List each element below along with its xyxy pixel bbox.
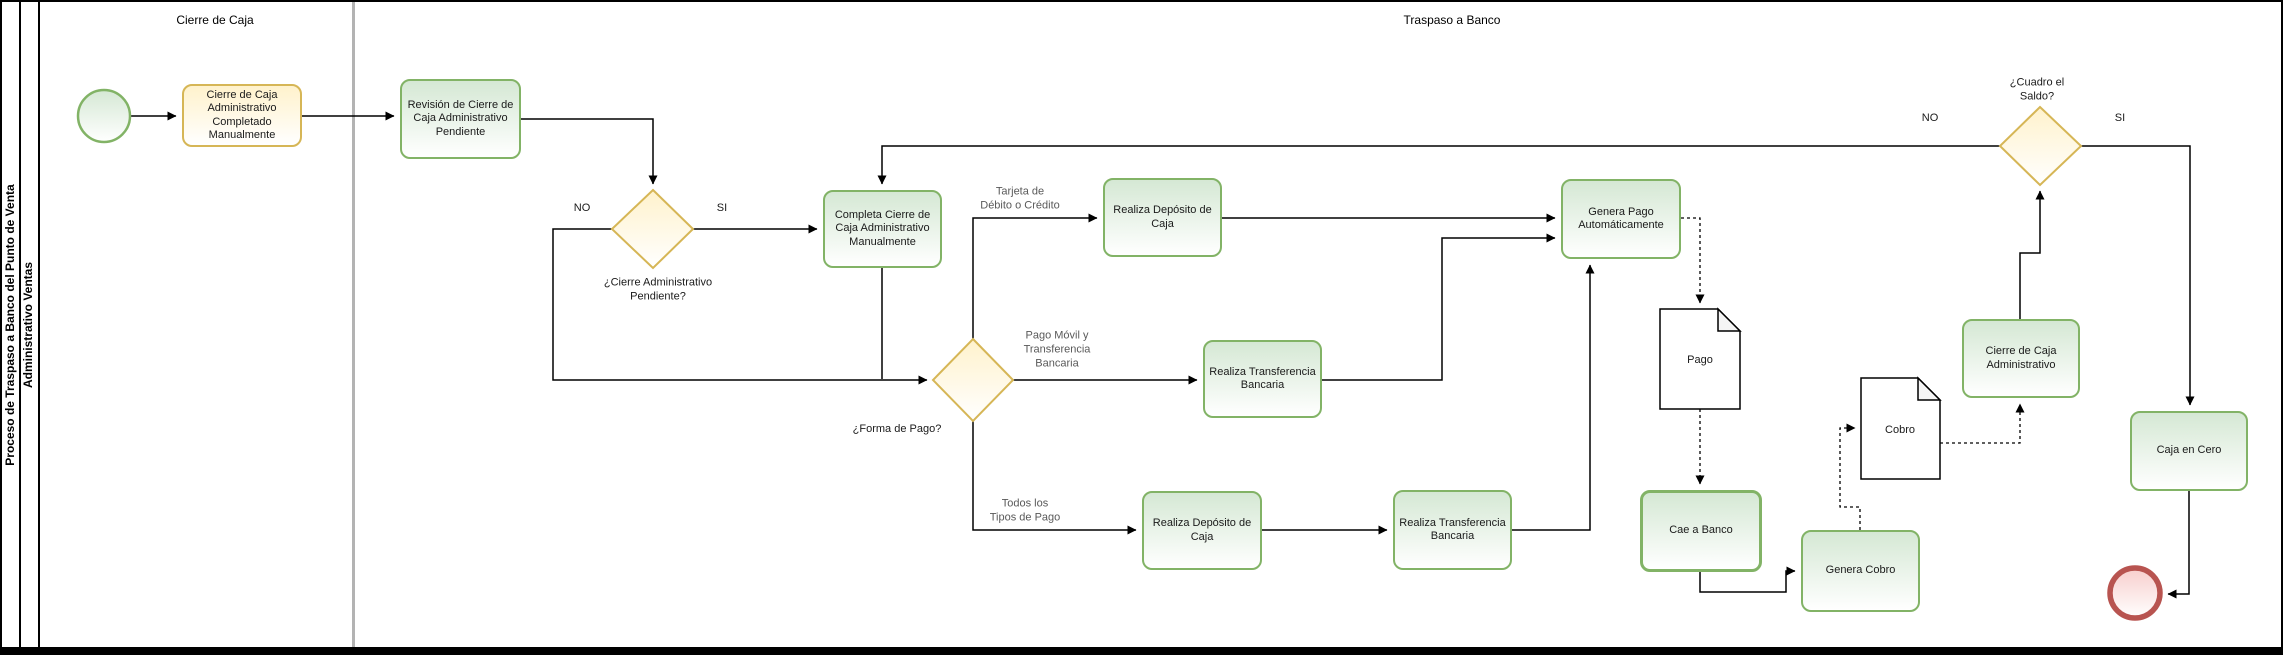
pool-title-divider bbox=[19, 2, 21, 647]
gateway-forma-pago bbox=[931, 337, 1015, 423]
flow-revision-to-gateway1 bbox=[521, 118, 658, 185]
task-cae-banco: Cae a Banco bbox=[1640, 490, 1762, 572]
task-caja-cero: Caja en Cero bbox=[2130, 411, 2248, 491]
edge-label-no-2: NO bbox=[1919, 112, 1941, 126]
task-genera-cobro: Genera Cobro bbox=[1801, 530, 1920, 612]
task-cierre-completado: Cierre de Caja Administrativo Completado… bbox=[182, 84, 302, 147]
task-transferencia-1: Realiza Transferencia Bancaria bbox=[1203, 340, 1322, 418]
task-cierre-admin: Cierre de Caja Administrativo bbox=[1962, 319, 2080, 398]
task-deposito-caja-2: Realiza Depósito de Caja bbox=[1142, 491, 1262, 570]
gateway-cierre-pendiente-label: ¿Cierre Administrativo Pendiente? bbox=[591, 276, 725, 304]
gateway-forma-pago-label: ¿Forma de Pago? bbox=[850, 423, 944, 437]
task-transferencia-2: Realiza Transferencia Bancaria bbox=[1393, 490, 1512, 570]
document-pago-label: Pago bbox=[1687, 354, 1713, 366]
phase-divider bbox=[352, 2, 355, 647]
edge-label-tarjeta: Tarjeta de Débito o Crédito bbox=[978, 185, 1062, 213]
document-cobro-fold bbox=[1917, 376, 1942, 401]
lane-title-divider bbox=[38, 2, 40, 647]
flow-cae-banco-to-genera-cobro bbox=[1699, 566, 1796, 593]
end-event bbox=[2107, 565, 2163, 621]
flow-transferencia1-to-genera-pago bbox=[1322, 233, 1556, 381]
phase-header-traspaso-a-banco: Traspaso a Banco bbox=[1403, 13, 1501, 27]
edge-label-no-1: NO bbox=[571, 202, 593, 216]
phase-header-cierre-de-caja: Cierre de Caja bbox=[176, 13, 254, 27]
document-pago-fold bbox=[1717, 307, 1742, 332]
flow-gateway2-tarjeta bbox=[972, 213, 1098, 339]
edge-label-todos: Todos los Tipos de Pago bbox=[987, 497, 1063, 525]
flow-genera-cobro-to-doc-cobro bbox=[1839, 423, 1861, 530]
task-deposito-caja-1: Realiza Depósito de Caja bbox=[1103, 178, 1222, 257]
task-genera-pago: Genera Pago Automáticamente bbox=[1561, 179, 1681, 259]
flow-caja-cero-to-end bbox=[2167, 491, 2190, 599]
flow-gateway3-no-return bbox=[877, 145, 2000, 185]
flow-doc-cobro-to-cierre-admin bbox=[1940, 403, 2025, 444]
task-completa-cierre: Completa Cierre de Caja Administrativo M… bbox=[823, 190, 942, 268]
edge-label-pago-movil: Pago Móvil y Transferencia Bancaria bbox=[1021, 329, 1093, 371]
gateway-cuadro-saldo bbox=[1998, 105, 2083, 187]
flow-gateway2-todos bbox=[972, 421, 1137, 535]
task-revision-cierre: Revisión de Cierre de Caja Administrativ… bbox=[400, 79, 521, 159]
start-event bbox=[76, 88, 132, 144]
flow-transferencia2-to-genera-pago bbox=[1512, 264, 1595, 531]
document-pago bbox=[1659, 308, 1741, 410]
document-cobro bbox=[1860, 377, 1941, 480]
edge-label-si-1: SI bbox=[714, 202, 730, 216]
document-cobro-label: Cobro bbox=[1885, 424, 1915, 436]
flow-cierre-admin-to-gateway3 bbox=[2019, 190, 2045, 319]
flow-gateway1-no bbox=[552, 228, 928, 385]
gateway-cuadro-saldo-label: ¿Cuadro el Saldo? bbox=[2007, 76, 2067, 104]
edge-label-si-2: SI bbox=[2112, 112, 2128, 126]
flow-genera-pago-to-doc-pago bbox=[1681, 217, 1705, 304]
flow-gateway3-si bbox=[2081, 145, 2195, 406]
gateway-cierre-pendiente bbox=[610, 188, 695, 270]
